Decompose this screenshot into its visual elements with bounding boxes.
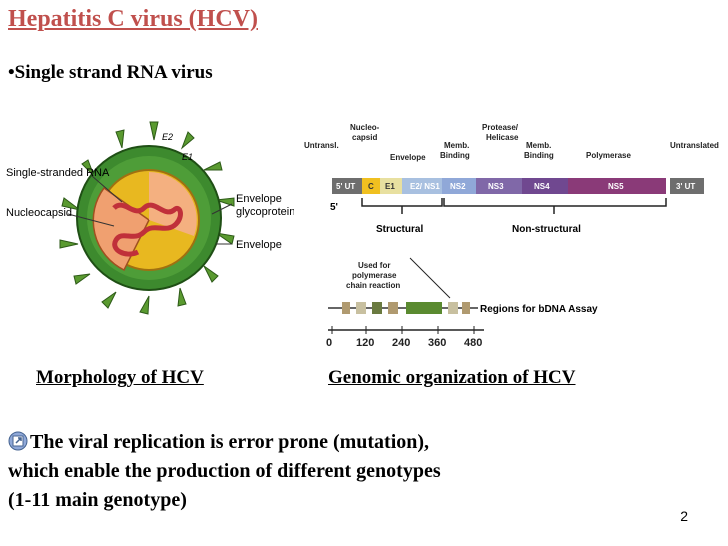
pcr-label-2: polymerase [352,271,397,280]
segment-ns3 [476,178,522,194]
cutaway-interior [92,186,150,272]
body-line-3: (1-11 main genotype) [8,489,187,511]
body-line-1-text: The viral replication is error prone (mu… [30,431,430,453]
segment-e1-label: E1 [385,182,395,191]
capsid-interior [149,172,197,236]
segment-e2-label: E2/ NS1 [410,182,440,191]
segment-5ut-label: 5' UT [336,182,355,191]
bdna-region-bar [328,302,478,314]
pcr-label-1: Used for [358,261,390,270]
scale-tick-480: 480 [464,337,482,349]
label-e1: E1 [182,152,193,162]
genome-bar [332,178,704,194]
body-line-2: which enable the production of different… [8,460,441,482]
body-line-1: The viral replication is error prone (mu… [8,428,688,457]
structural-label: Structural [376,224,423,235]
label-polymerase: Polymerase [586,151,631,160]
bullet-single-strand: •Single strand RNA virus [8,62,213,84]
hyperlink-bullet-icon [8,431,28,451]
label-ssrna: Single-stranded RNA [6,167,110,179]
label-envelope-region: Envelope [390,153,426,162]
five-prime-label: 5' [330,202,338,213]
label-untransl-left: Untransl. [304,141,339,150]
bullet-text: Single strand RNA virus [14,62,213,83]
caption-genomic: Genomic organization of HCV [328,367,576,388]
label-protease-2: Helicase [486,133,519,142]
segment-ns5-label: NS5 [608,182,624,191]
pcr-label-3: chain reaction [346,281,400,290]
segment-c-label: C [368,182,374,191]
nonstructural-label: Non-structural [512,224,581,235]
bdna-label: Regions for bDNA Assay [480,304,598,315]
body-paragraph: The viral replication is error prone (mu… [8,428,688,515]
scale-tick-120: 120 [356,337,374,349]
scale-tick-0: 0 [326,337,332,349]
label-memb-binding-1a: Memb. [444,141,469,150]
label-protease-1: Protease/ [482,123,519,132]
label-nucleocapsid: Nucleocapsid [6,207,72,219]
envelope-spikes [59,121,235,315]
segment-ns3-label: NS3 [488,182,504,191]
page-number: 2 [680,508,688,524]
rna-strand [112,202,183,257]
bullet-marker: • [8,62,15,83]
label-nucleocapsid-2: capsid [352,133,377,142]
virus-morphology-figure: E2 E1 Single-stranded RNA Nucleocapsid E… [6,121,294,315]
scale-tick-240: 240 [392,337,410,349]
label-memb-binding-1b: Binding [440,151,470,160]
label-envelope: Envelope [236,239,282,251]
segment-ns5 [568,178,666,194]
label-envelope-glyco-2: glycoproteins [236,206,294,218]
segment-e2 [402,178,442,194]
genome-organization-figure: Untransl. Nucleo- capsid Envelope Memb. … [304,123,719,349]
segment-3ut-label: 3' UT [676,182,695,191]
label-memb-binding-2a: Memb. [526,141,551,150]
segment-ns2 [442,178,476,194]
caption-morphology: Morphology of HCV [36,367,204,388]
segment-ns4 [522,178,568,194]
label-memb-binding-2b: Binding [524,151,554,160]
label-e2: E2 [162,132,173,142]
scale-tick-360: 360 [428,337,446,349]
segment-3ut [670,178,704,194]
segment-e1 [380,178,402,194]
segment-ns2-label: NS2 [450,182,466,191]
slide-title: Hepatitis C virus (HCV) [8,6,258,32]
segment-c [362,178,380,194]
label-nucleocapsid-1: Nucleo- [350,123,380,132]
label-envelope-glyco-1: Envelope [236,193,282,205]
segment-ns4-label: NS4 [534,182,550,191]
label-untransl-right: Untranslated [670,141,719,150]
segment-5ut [332,178,362,194]
